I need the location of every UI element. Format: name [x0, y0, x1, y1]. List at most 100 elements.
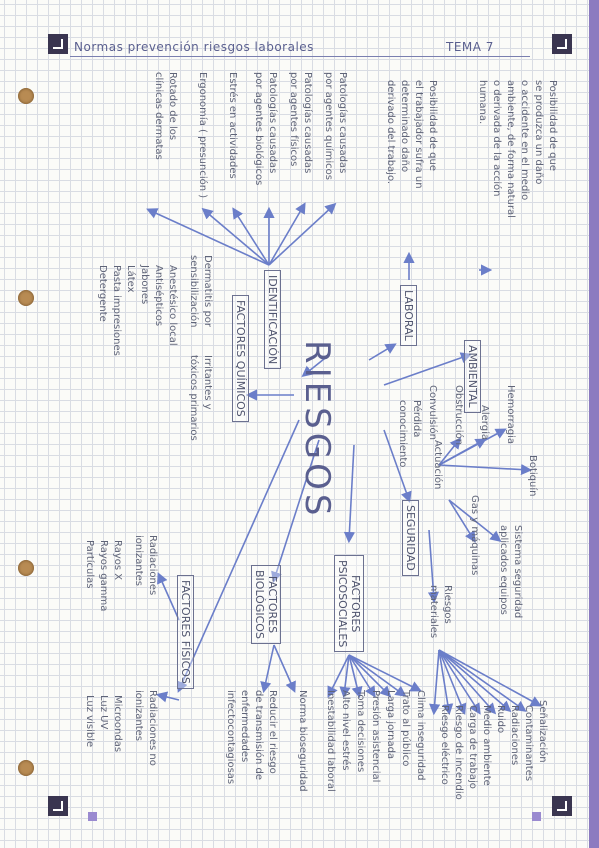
biologicos-item: Reducir el riesgo de transmisión de enfe…	[225, 690, 278, 785]
arrow-mat-5	[438, 649, 481, 715]
psicosociales-item: Trato al público	[400, 690, 411, 767]
materiales-item: Señalización	[537, 700, 548, 763]
quimicos-list-item: Látex	[125, 265, 136, 293]
arrow-id-6	[146, 208, 270, 266]
psicosociales-item: Clima inseguridad	[415, 690, 426, 781]
ambiental-note: Posibilidad de que se produzca un daño o…	[477, 80, 558, 218]
quimicos-right: Irritantes y tóxicos primarios	[188, 355, 213, 441]
id-item: Patologías causadas por agentes físicos	[288, 72, 313, 174]
arrow-seg-botiquin	[438, 463, 533, 476]
arrow-to-ambiental	[383, 352, 473, 386]
binder-hole	[18, 88, 34, 104]
branch-ambiental-label: AMBIENTAL	[464, 340, 481, 413]
seguridad-right-item: Sistema seguridad aplicados equipos	[498, 525, 523, 619]
materiales-item: Radiaciones	[509, 705, 520, 766]
header-title: Normas prevención riesgos laborales	[74, 40, 314, 54]
seguridad-actuacion: Actuación	[432, 440, 443, 490]
arrow-psi-3	[348, 654, 392, 698]
arrow-id-5	[201, 207, 270, 266]
arrow-fis-ion	[157, 572, 180, 621]
biologicos-item: Norma bioseguridad	[297, 690, 308, 792]
center-title: RIESGOS	[297, 340, 337, 520]
arrow-psi-2	[348, 654, 407, 697]
arrow-mat-8	[429, 649, 441, 716]
arrow-seg-sistema	[448, 499, 502, 542]
branch-biologicos-label: FACTORES BIOLÓGICOS	[251, 565, 281, 644]
corner-square	[88, 812, 97, 821]
quimicos-list-item: Detergente	[97, 265, 108, 322]
fisicos-ion-item: Rayos gamma	[98, 540, 109, 612]
quimicos-list-item: Antisépticos	[153, 265, 164, 327]
arrow-to-biologicos	[271, 439, 320, 584]
arrow-psi-4	[348, 654, 376, 698]
psicosociales-item: Toma decisiones	[355, 690, 366, 773]
arrow-id-4	[232, 207, 270, 266]
seguridad-left-item: Pérdida conocimiento	[397, 400, 422, 468]
fisicos-ion-item: Partículas	[84, 540, 95, 589]
seguridad-right-item: Gas y máquinas	[469, 495, 480, 576]
materiales-item: Medio ambiente	[481, 705, 492, 786]
arrow-to-fisicos	[177, 419, 300, 693]
header-tema: TEMA 7	[446, 40, 494, 54]
arrow-psi-7	[327, 654, 350, 698]
seguridad-left-item: Hemorragia	[505, 385, 516, 444]
arrow-bio-1	[273, 644, 296, 693]
quimicos-left: Dermatitis por sensibilización	[188, 255, 213, 328]
arrow-psi-1	[348, 654, 422, 692]
header-underline	[70, 56, 530, 57]
arrow-psi-5	[348, 654, 363, 699]
arrow-to-laboral	[368, 343, 397, 361]
arrow-mat-6	[438, 649, 467, 715]
materiales-item: Contaminantes	[523, 705, 534, 782]
id-item: Patologías causadas por agentes químicos	[323, 72, 348, 180]
fisicos-noion-item: Luz visible	[84, 695, 95, 748]
corner-mark-icon	[48, 34, 68, 54]
materiales-item: Riesgo de incendio	[453, 705, 464, 800]
quimicos-list-item: Anestésico local	[167, 265, 178, 346]
arrow-psi-6	[339, 654, 351, 699]
arrow-mat-7	[438, 649, 454, 716]
branch-identificacion-label: IDENTIFICACIÓN	[264, 270, 281, 370]
arrow-to-psicosociales	[343, 444, 356, 544]
fisicos-ionizantes: Radiaciones ionizantes	[133, 535, 158, 596]
seguridad-left-item: Obstrucción	[453, 385, 464, 446]
psicosociales-item: Larga jornada	[385, 690, 396, 760]
binder-hole	[18, 560, 34, 576]
psicosociales-item: Alto nivel estrés	[340, 690, 351, 771]
fisicos-ion-item: Rayos X	[112, 540, 123, 581]
arrow-seg-riesgos	[427, 529, 440, 604]
branch-quimicos-label: FACTORES QUÍMICOS	[232, 295, 249, 422]
id-item: Estrés en actividades	[227, 72, 238, 179]
arrow-mat-1	[438, 649, 542, 707]
binder-hole	[18, 290, 34, 306]
seguridad-left-item: Alergia	[479, 405, 490, 440]
laboral-note: Posibilidad de que el trabajador sufra u…	[385, 80, 438, 189]
arrow-seg-obstruccion	[438, 437, 461, 466]
branch-seguridad-label: SEGURIDAD	[402, 500, 419, 576]
materiales-item: Riesgo eléctrico	[439, 705, 450, 785]
corner-mark-icon	[552, 796, 572, 816]
fisicos-no-ionizantes: Radiaciones no ionizantes	[133, 690, 158, 766]
arrow-seg-alergia	[438, 438, 487, 466]
arrow-mat-3	[438, 649, 512, 713]
branch-psicosociales-label: FACTORES PSICOSOCIALES	[334, 555, 364, 653]
id-item: Rotado de los clínicas dermatas	[153, 72, 178, 160]
seguridad-right-item: Riesgos materiales	[428, 585, 453, 639]
arrow-seg-gas	[448, 499, 476, 543]
arrow-id-1	[268, 202, 337, 266]
arrow-bio-2	[260, 644, 275, 694]
psicosociales-item: Presión asistencial	[370, 690, 381, 783]
arrow-mat-2	[438, 649, 527, 712]
fisicos-noion-item: Luz UV	[98, 695, 109, 730]
seguridad-left-item: Convulsión	[427, 385, 438, 440]
arrow-mat-4	[438, 649, 497, 715]
psicosociales-item: Inestabilidad laboral	[325, 690, 336, 792]
quimicos-list-item: Jabones	[139, 265, 150, 305]
binder-hole	[18, 760, 34, 776]
corner-mark-icon	[552, 34, 572, 54]
corner-mark-icon	[48, 796, 68, 816]
fisicos-noion-item: Microondas	[112, 695, 123, 753]
